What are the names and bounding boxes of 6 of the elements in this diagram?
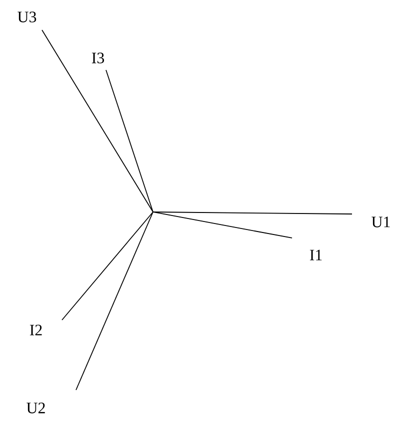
phasor-label: I3: [92, 52, 104, 64]
phasor-label: I1: [310, 250, 322, 260]
phasor-label: U1: [372, 216, 390, 228]
phasor-label: U2: [26, 402, 45, 414]
phasor-label: U3: [18, 12, 36, 22]
phasor-label: I2: [30, 324, 42, 336]
